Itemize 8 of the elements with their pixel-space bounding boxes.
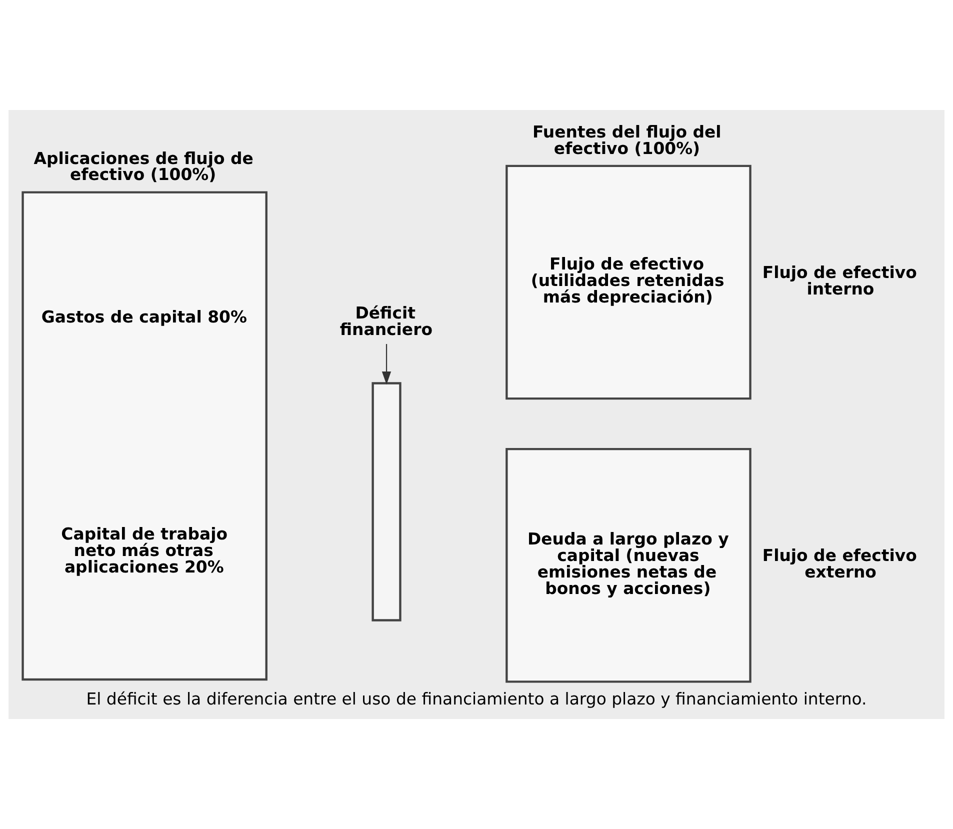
arrow [382,344,392,385]
caption: El déficit es la diferencia entre el uso de financiamiento a largo plazo y financiamiento interno. [86,690,867,709]
node-label: Aplicaciones de flujo de efectivo (100%) [34,148,254,184]
node-label: Flujo de efectivo interno [762,262,917,298]
node-label: Fuentes del flujo del efectivo (100%) [532,122,722,158]
node-text: Déficit financiero [340,303,432,339]
node-label: Flujo de efectivo externo [762,546,917,582]
node-arrow [372,382,402,622]
